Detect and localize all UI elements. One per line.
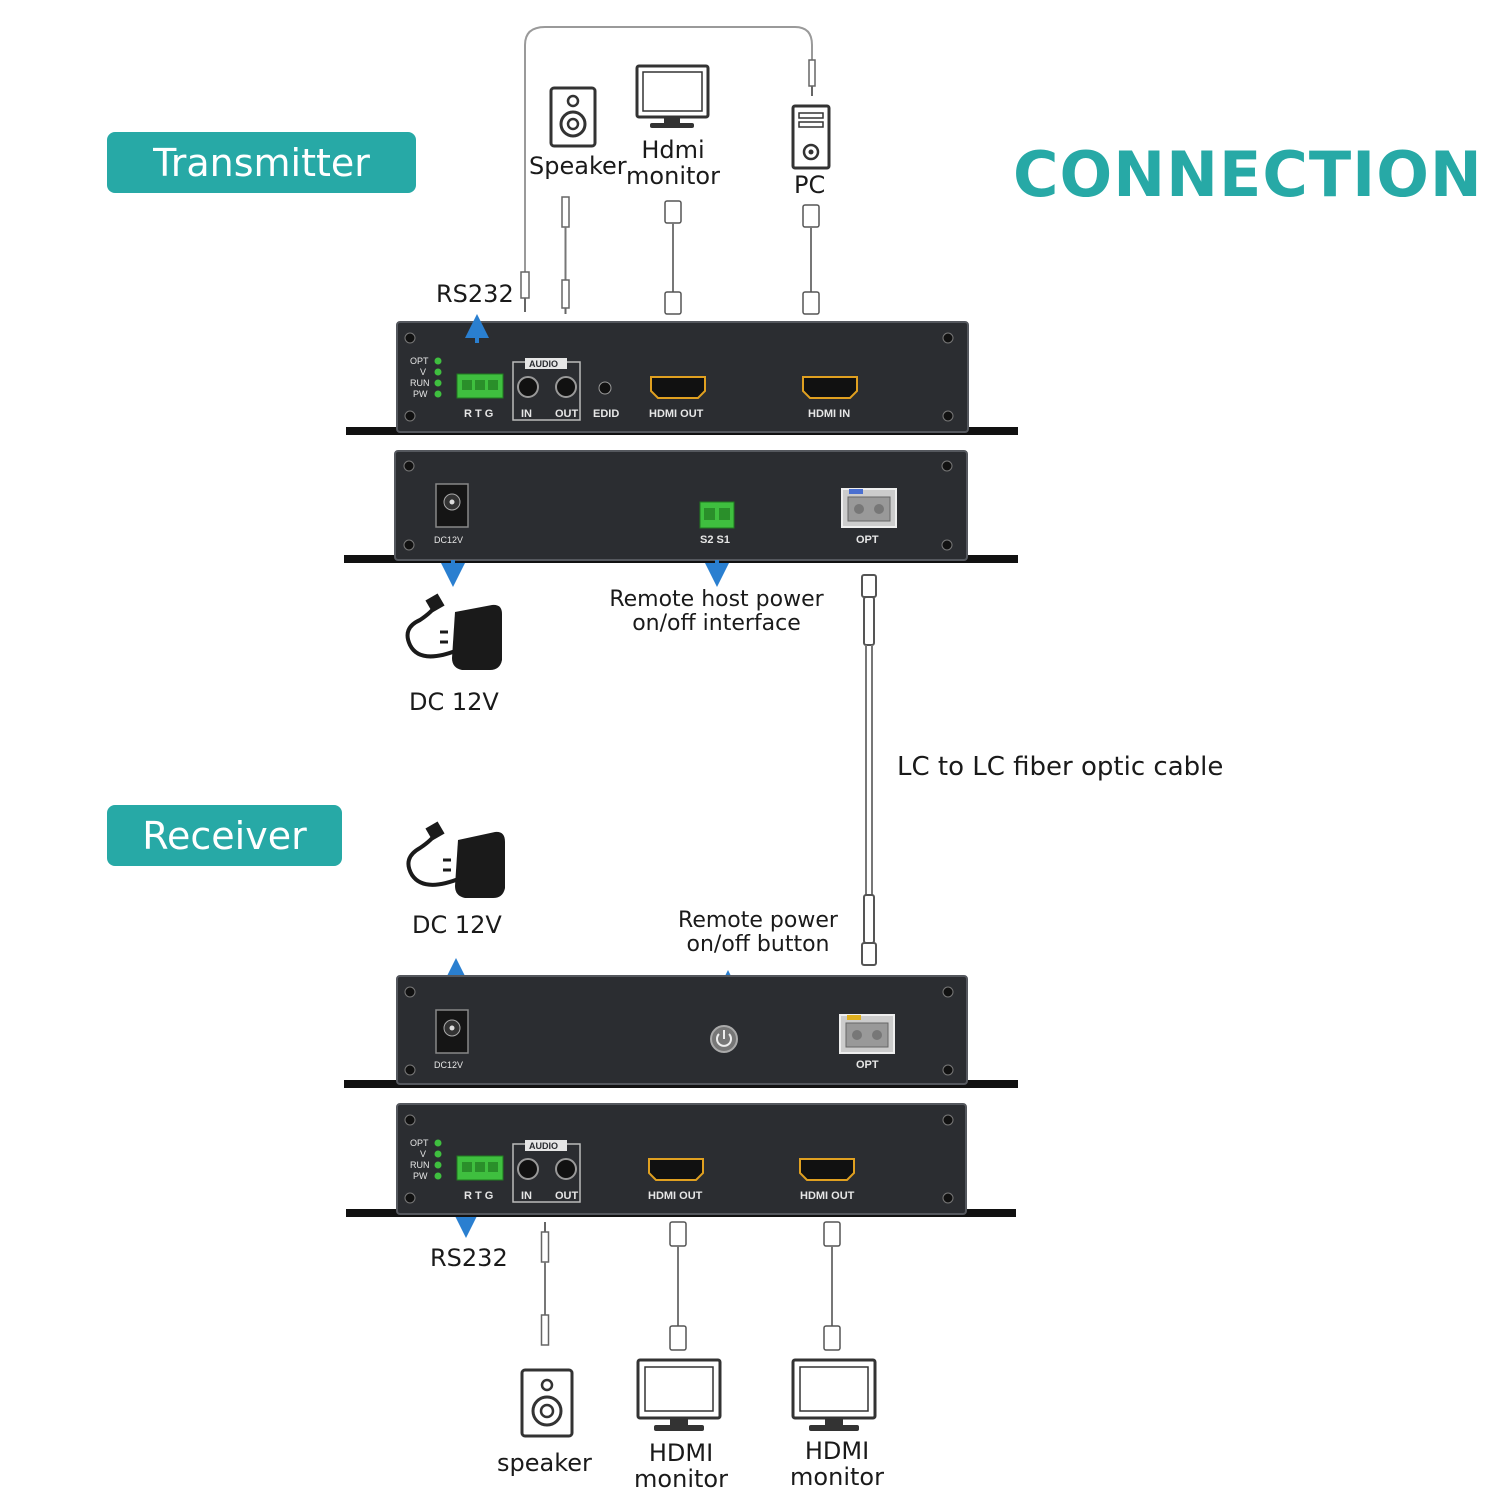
svg-text:R T G: R T G [464,408,493,420]
power-adapter-icon [406,821,505,898]
speaker-label: speaker [497,1449,592,1477]
pc-tower-icon [791,104,831,170]
audio-cable [540,1222,550,1346]
svg-text:AUDIO: AUDIO [529,1141,558,1151]
hdmi-cable [664,200,682,315]
hdmi-monitor-label: HDMI monitor [634,1439,728,1494]
hdmi-monitor-label: HDMI monitor [790,1437,884,1492]
rs232-label: RS232 [430,1244,508,1272]
svg-text:HDMI OUT: HDMI OUT [800,1190,855,1202]
dc-jack: DC12V [434,483,469,545]
audio-ports: AUDIO IN OUT [512,358,581,421]
svg-text:V: V [420,1149,426,1159]
svg-text:V: V [420,367,426,377]
svg-text:S2 S1: S2 S1 [700,534,730,546]
remote-button-label: Remote power on/off button [678,908,838,958]
svg-text:HDMI OUT: HDMI OUT [648,1190,703,1202]
dc-power-label: DC 12V [412,911,502,939]
svg-text:OPT: OPT [856,534,879,546]
status-leds: OPT V RUN PW [410,1138,442,1181]
receiver-front-panel: OPT V RUN PW R T G AUDIO IN OUT HDMI OUT [346,1103,1016,1217]
monitor-icon [791,1358,877,1431]
dc-power-label: DC 12V [409,688,499,716]
hdmi-out-port: HDMI OUT [649,376,706,420]
svg-text:IN: IN [521,1190,532,1202]
svg-text:R T G: R T G [464,1190,493,1202]
svg-text:HDMI IN: HDMI IN [808,408,850,420]
rs232-terminal-block: R T G [456,1155,504,1202]
fiber-cable-label: LC to LC fiber optic cable [897,752,1224,782]
hdmi-out-port: HDMI OUT [799,1158,855,1202]
transmitter-front-panel: OPT V RUN PW R T G AUDIO IN OUT EDID [346,321,1018,435]
svg-text:OPT: OPT [856,1059,879,1071]
svg-text:PW: PW [413,389,428,399]
sfp-opt-port: OPT [839,1014,895,1071]
speaker-icon [520,1368,574,1438]
hdmi-cable [823,1221,841,1351]
svg-text:IN: IN [521,408,532,420]
svg-text:OPT: OPT [410,1138,429,1148]
power-button-icon [710,1025,738,1053]
transmitter-label: Transmitter [153,140,370,185]
audio-ports: AUDIO IN OUT [512,1140,581,1203]
edid-button: EDID [593,381,619,420]
svg-text:RUN: RUN [410,378,430,388]
svg-text:RUN: RUN [410,1160,430,1170]
rs232-terminal-block: R T G [456,373,504,420]
fiber-optic-cable [861,574,877,966]
hdmi-cable [802,204,820,315]
transmitter-badge: Transmitter [107,132,416,193]
hdmi-monitor-label: Hdmi monitor [626,136,720,191]
remote-interface-label: Remote host power on/off interface [609,587,824,637]
svg-text:EDID: EDID [593,408,619,420]
svg-text:OPT: OPT [410,356,429,366]
hdmi-in-port: HDMI IN [802,376,858,420]
receiver-back-panel: DC12V OPT [344,975,1018,1088]
svg-text:HDMI OUT: HDMI OUT [649,408,704,420]
monitor-icon [635,64,710,128]
speaker-icon [549,86,597,148]
rs232-loop-cable [524,26,813,300]
pc-label: PC [794,171,826,199]
svg-text:DC12V: DC12V [434,1060,463,1070]
page-title: CONNECTION [1013,138,1483,211]
receiver-label: Receiver [142,813,307,858]
speaker-label: Speaker [529,152,627,180]
audio-cable [561,196,570,314]
remote-terminal-block: S2 S1 [699,501,735,546]
transmitter-back-panel: DC12V S2 S1 OPT [344,450,1018,563]
jack-plug-icon [520,59,816,312]
dc-jack: DC12V [434,1009,469,1070]
power-adapter-icon [405,593,502,670]
svg-text:AUDIO: AUDIO [529,359,558,369]
svg-text:DC12V: DC12V [434,535,463,545]
hdmi-cable [669,1221,687,1351]
rs232-label: RS232 [436,280,514,308]
sfp-opt-port: OPT [841,488,897,546]
receiver-badge: Receiver [107,805,342,866]
hdmi-out-port: HDMI OUT [648,1158,704,1202]
svg-text:PW: PW [413,1171,428,1181]
status-leds: OPT V RUN PW [410,356,442,399]
monitor-icon [636,1358,722,1431]
svg-text:OUT: OUT [555,408,579,420]
svg-text:OUT: OUT [555,1190,579,1202]
